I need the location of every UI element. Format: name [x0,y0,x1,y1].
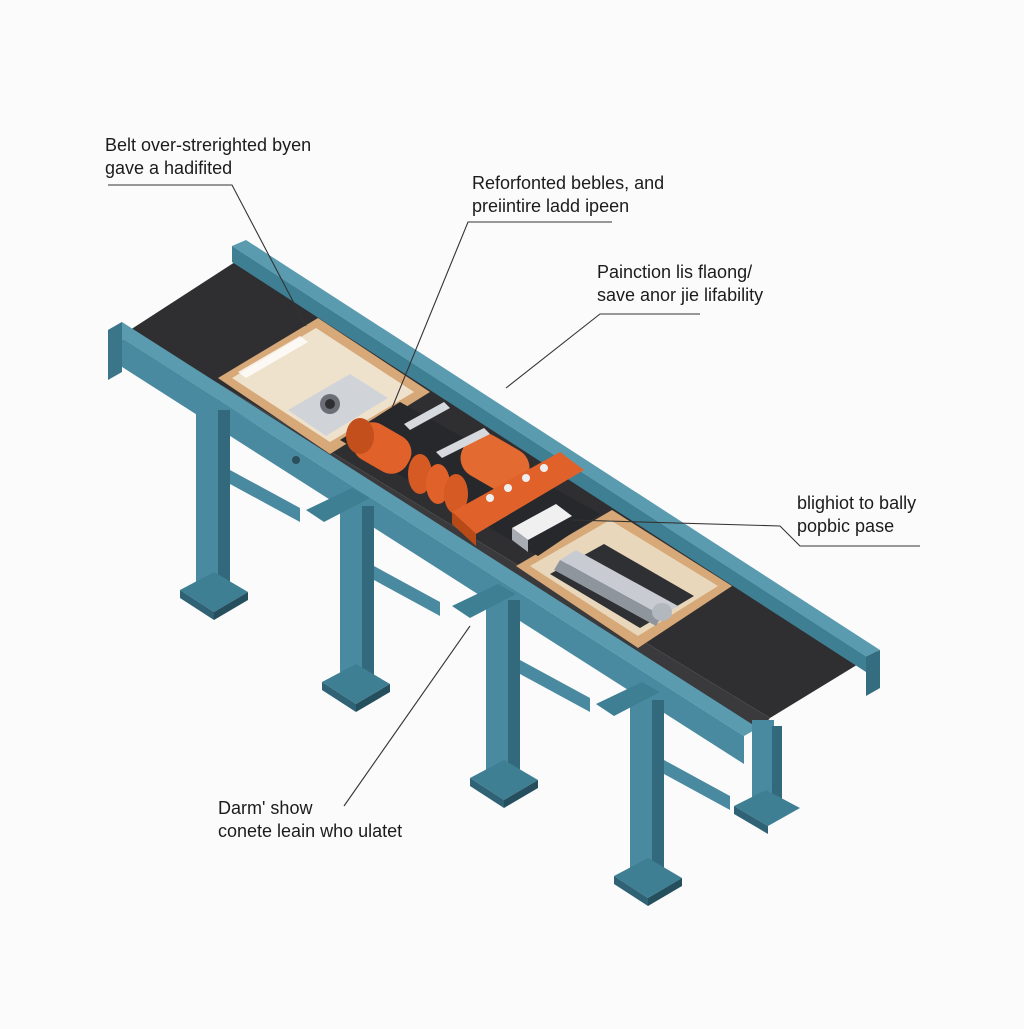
leader-line-2 [391,221,612,409]
leg-front-4 [596,682,730,906]
leader-lines [108,184,920,807]
rail-front-side [108,330,744,764]
rail-back-end [866,650,880,696]
leg-back-end [734,720,800,834]
callout-belt-line2: gave a hadifited [105,158,233,178]
leader-line-5 [343,625,471,807]
callout-bearing-line2: popbic pase [797,516,895,536]
callout-friction-line1: Painction lis flaong/ [597,262,753,282]
callout-reinforced: Reforfonted bebles, and preiintire ladd … [472,172,664,218]
callout-frame-line2: conete leain who ulatet [218,821,403,841]
callout-friction-line2: save anor jie lifability [597,285,764,305]
callout-frame-line1: Darm' show [218,798,313,818]
callout-reinforced-line1: Reforfonted bebles, and [472,173,665,193]
callout-belt: Belt over-strerighted byen gave a hadifi… [105,134,311,180]
callout-reinforced-line2: preiintire ladd ipeen [472,196,630,216]
rail-bolt [292,456,300,464]
leader-line-4 [571,519,920,547]
motor-assembly [340,402,600,556]
callout-friction: Painction lis flaong/ save anor jie lifa… [597,261,763,307]
leg-front-1 [180,400,300,620]
leader-line-3 [505,313,700,389]
leg-front-3 [452,584,590,808]
callout-frame: Darm' show conete leain who ulatet [218,797,402,843]
leg-front-2 [306,488,440,712]
front-housing [516,510,732,648]
leader-line-1 [108,184,307,327]
callout-bearing: blighiot to bally popbic pase [797,492,916,538]
rail-front-end [108,322,122,380]
rail-back-top [232,240,880,657]
callout-bearing-line1: blighiot to bally [797,493,917,513]
rail-front-top [108,322,758,736]
callout-belt-line1: Belt over-strerighted byen [105,135,312,155]
